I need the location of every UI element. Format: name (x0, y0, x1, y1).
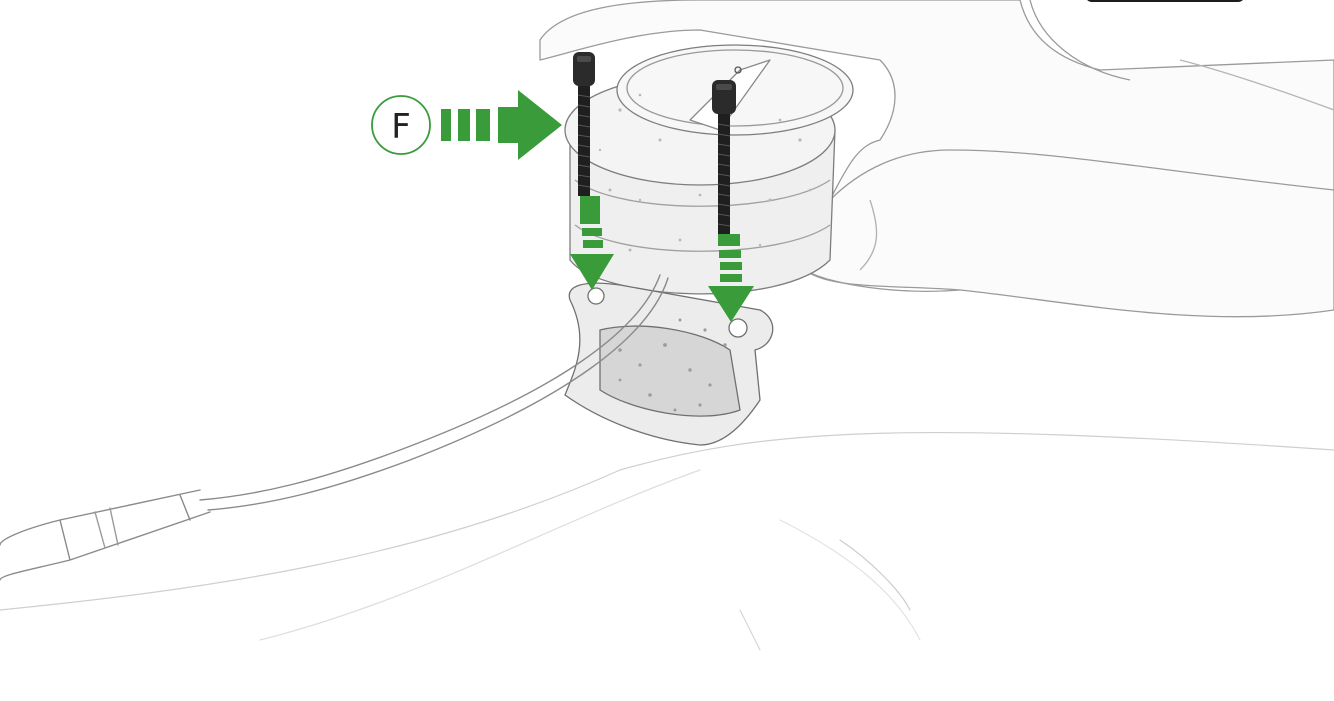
step-letter: F (391, 107, 411, 147)
green-right-arrow-icon (441, 90, 562, 160)
lead-cable (0, 275, 668, 580)
sketch-background (0, 433, 1334, 650)
callout-circle-icon: F (372, 96, 430, 154)
dark-rounded-badge-icon (1085, 0, 1245, 2)
